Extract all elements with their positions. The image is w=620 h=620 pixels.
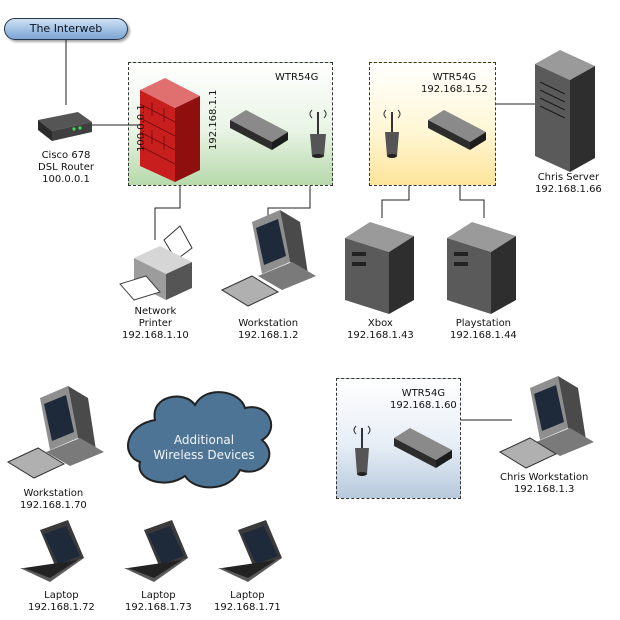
internet-node[interactable]: The Interweb bbox=[4, 18, 128, 40]
box1-title: WTR54G bbox=[275, 72, 319, 83]
